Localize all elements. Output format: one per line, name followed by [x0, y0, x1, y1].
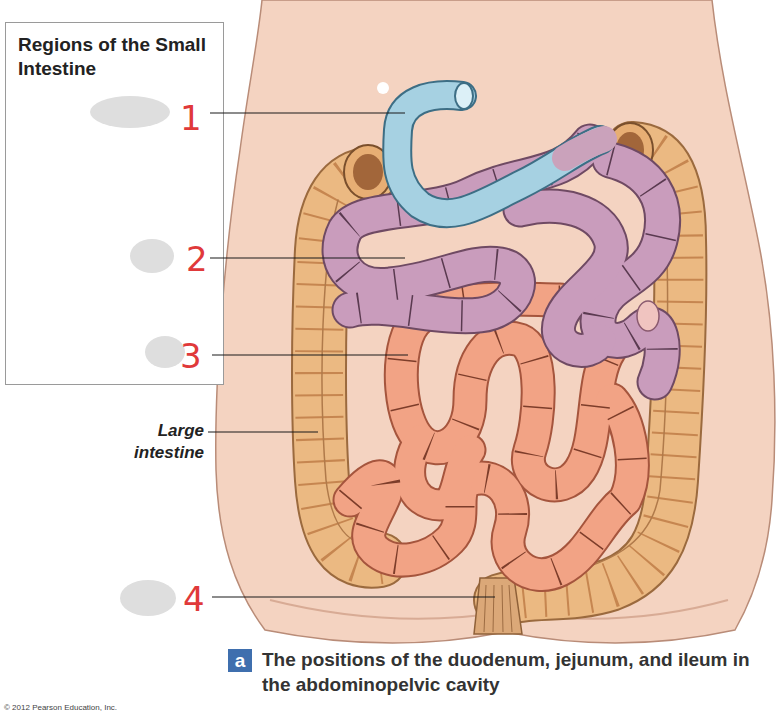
jejunum-cut-end — [637, 301, 659, 331]
callout-number: 3 — [180, 338, 210, 374]
navel-dot — [377, 82, 389, 94]
erased-label — [90, 96, 170, 128]
ileum-loop — [410, 440, 470, 505]
duodenum-cut-end — [455, 83, 473, 109]
callout-number: 1 — [180, 100, 210, 136]
jejunum-loop — [520, 206, 611, 350]
panel-letter: a — [235, 651, 246, 670]
leader-line — [210, 112, 405, 113]
ileum-segment-marks — [350, 400, 632, 574]
leader-line — [208, 431, 318, 432]
erased-label — [130, 239, 174, 273]
leader-line — [212, 354, 408, 355]
colon-lumen — [353, 154, 383, 190]
erased-label — [120, 580, 176, 616]
callout-number: 4 — [183, 581, 213, 617]
jejunum-segment-marks — [598, 160, 663, 382]
figure-badge: a — [228, 649, 252, 672]
legend-box: Regions of the Small Intestine — [5, 22, 224, 385]
erased-label — [145, 336, 185, 368]
leader-line — [210, 257, 405, 258]
duodenojejunal-flexure — [565, 139, 604, 158]
figure-caption: The positions of the duodenum, jejunum, … — [262, 647, 779, 697]
box-heading: Regions of the Small Intestine — [18, 33, 217, 81]
callout-number: 2 — [186, 241, 216, 277]
rectum — [474, 578, 522, 634]
leader-line — [212, 596, 495, 597]
structure-label: Large intestine — [118, 420, 204, 464]
duodenum — [397, 95, 604, 213]
ileum-loop — [350, 400, 632, 574]
copyright-notice: © 2012 Pearson Education, Inc. — [4, 703, 204, 713]
rectum-striations — [484, 585, 512, 632]
leader-lines — [208, 113, 495, 597]
torso — [216, 0, 775, 643]
